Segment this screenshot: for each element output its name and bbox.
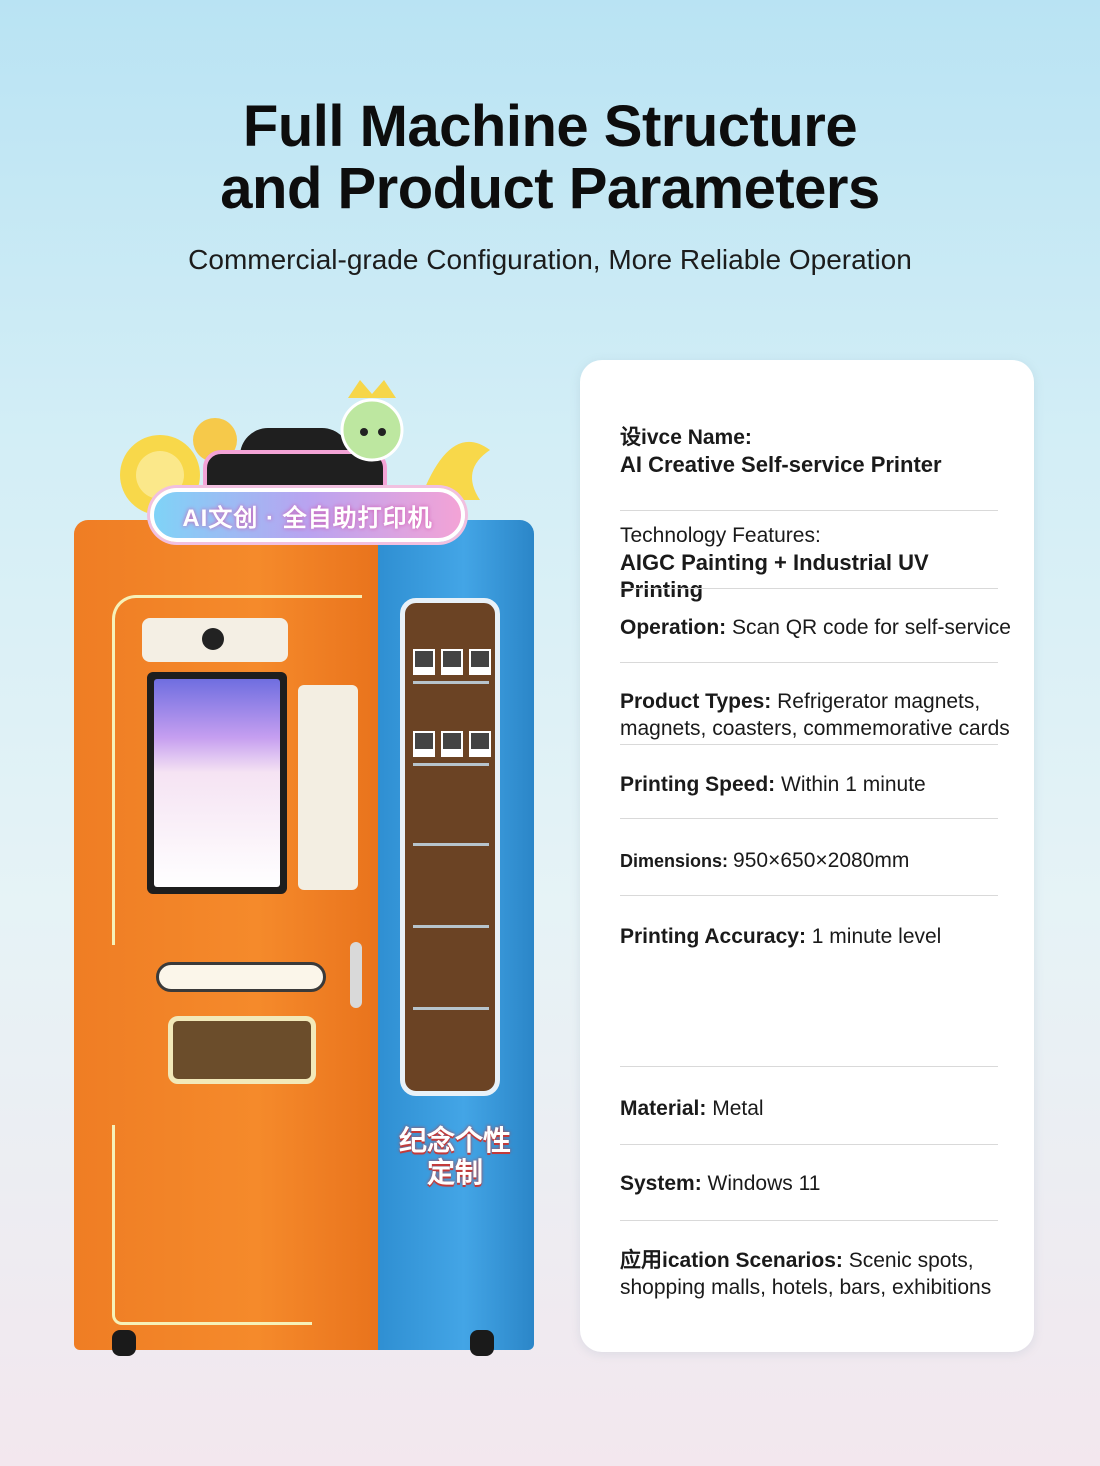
spec-printing-accuracy: Printing Accuracy: 1 minute level [620,923,1012,950]
card-slot [156,962,326,992]
vending-machine-illustration: AI文创 · 全自助打印机 纪念个性 定制 [60,380,560,1370]
shelf [413,1007,489,1010]
divider [620,895,998,896]
spec-value: AIGC Painting + Industrial UV Printing [620,550,929,602]
divider [620,744,998,745]
title-line-2: and Product Parameters [220,156,880,221]
caster-wheel-icon [470,1330,494,1356]
product-photo [441,731,463,757]
spec-value: 950×650×2080mm [733,849,910,872]
page-title: Full Machine Structure and Product Param… [0,96,1100,220]
divider [620,588,998,589]
camera-icon [202,628,224,650]
spec-printing-speed: Printing Speed: Within 1 minute [620,771,1012,798]
spec-value: Scenic spots, shopping malls, hotels, ba… [620,1249,992,1299]
spec-key: System: [620,1172,708,1195]
spec-material: Material: Metal [620,1095,1012,1122]
shelf [413,925,489,928]
spec-key: Dimensions: [620,851,734,871]
custom-souvenir-label: 纪念个性 定制 [396,1125,514,1195]
touch-screen [147,672,287,894]
product-photo [413,649,435,675]
spec-key: Material: [620,1097,713,1120]
caster-wheel-icon [112,1330,136,1356]
spec-key: Technology Features: [620,524,821,547]
screen-display [154,679,280,887]
custom-label-line-2: 定制 [426,1157,483,1188]
shelf [413,681,489,684]
pickup-slot [168,1016,316,1084]
spec-device-name: 设ivce Name: AI Creative Self-service Pri… [620,424,1012,478]
glow-trim-upper [112,595,362,945]
spec-value: Metal [712,1097,764,1120]
divider [620,1066,998,1067]
spec-value: Within 1 minute [781,773,926,796]
shelf [413,763,489,766]
divider [620,1144,998,1145]
shelf [413,843,489,846]
instruction-panel [298,685,358,890]
spec-value: 1 minute level [811,925,942,948]
spec-key: 设ivce Name: [620,426,752,449]
spec-card: 设ivce Name: AI Creative Self-service Pri… [580,360,1034,1352]
spec-value: Windows 11 [707,1172,821,1195]
door-handle [350,942,362,1008]
page-subtitle: Commercial-grade Configuration, More Rel… [188,244,912,275]
spec-value: Scan QR code for self-service [732,616,1011,639]
title-line-1: Full Machine Structure [242,94,858,159]
spec-operation: Operation: Scan QR code for self-service [620,614,1012,641]
spec-application-scenarios: 应用ication Scenarios: Scenic spots, shopp… [620,1247,1012,1301]
product-photo [413,731,435,757]
spec-value: AI Creative Self-service Printer [620,452,942,477]
divider [620,662,998,663]
top-decoration-icon [120,380,490,515]
divider [620,1220,998,1221]
spec-system: System: Windows 11 [620,1170,1012,1197]
product-photo [441,649,463,675]
product-photo [469,731,491,757]
divider [620,818,998,819]
spec-value: Refrigerator magnets, magnets, coasters,… [620,690,1010,740]
display-window [400,598,500,1096]
spec-key: Operation: [620,616,733,639]
custom-label-line-1: 纪念个性 [398,1125,511,1156]
spec-key: Product Types: [620,690,778,713]
spec-product-types: Product Types: Refrigerator magnets, mag… [620,688,1012,742]
product-photo [469,649,491,675]
marquee-sign: AI文创 · 全自助打印机 [150,488,465,542]
spec-key: Printing Speed: [620,773,782,796]
divider [620,510,998,511]
spec-technology: Technology Features: AIGC Painting + Ind… [620,522,1012,603]
spec-key: 应用ication Scenarios: [620,1249,849,1272]
spec-key: Printing Accuracy: [620,925,812,948]
camera-bar [142,618,288,662]
spec-dimensions: Dimensions: 950×650×2080mm [620,847,1012,875]
glow-trim-lower [112,1125,312,1325]
